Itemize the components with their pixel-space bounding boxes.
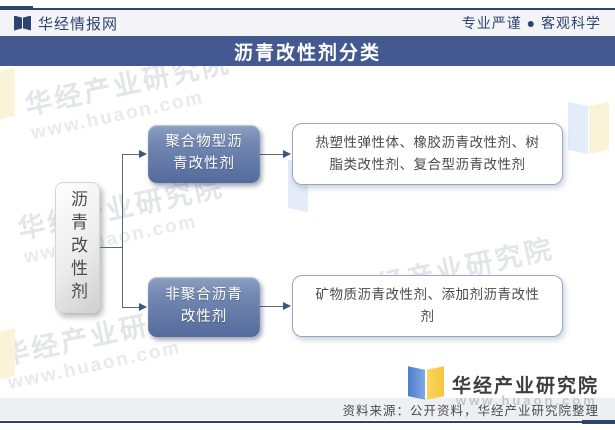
top-border-line: [0, 8, 615, 10]
root-node-asphalt-modifier: 沥青改性剂: [55, 182, 100, 313]
bottom-border-line: [0, 421, 615, 423]
footer-org-name: 华经产业研究院: [452, 376, 600, 397]
root-node-label: 沥青改性剂: [68, 190, 87, 305]
connector-branch2: [122, 307, 140, 308]
leaf-box-polymer-types: 热塑性弹性体、橡胶沥青改性剂、树脂类改性剂、复合型沥青改性剂: [292, 123, 563, 185]
connector-vertical: [122, 154, 123, 308]
arrowhead-leaf2: [283, 302, 291, 310]
connector-branch1: [122, 154, 140, 155]
header-slogan: 专业严谨 ● 客观科学: [461, 15, 601, 31]
bottom-border-accent: [582, 419, 615, 424]
branch-node-polymer: 聚合物型沥 青改性剂: [148, 125, 260, 183]
arrowhead-branch2: [139, 303, 147, 311]
branch-node-nonpolymer: 非聚合沥青 改性剂: [148, 277, 260, 337]
top-border-accent: [0, 6, 33, 11]
leaf-box-nonpolymer-types: 矿物质沥青改性剂、添加剂沥青改性剂: [292, 275, 563, 337]
source-note: 资料来源：公开资料，华经产业研究院整理: [0, 398, 615, 420]
header-bar: 华经情报网 专业严谨 ● 客观科学: [0, 10, 615, 36]
connector-leaf2: [260, 306, 284, 307]
connector-leaf1: [260, 154, 284, 155]
brand-name: 华经情报网: [38, 15, 119, 33]
arrowhead-leaf1: [283, 150, 291, 158]
arrowhead-branch1: [139, 150, 147, 158]
footer-org-url: www.huaon.com: [456, 393, 598, 408]
huaon-logo-icon: [408, 366, 446, 400]
connector-root-horizontal: [100, 247, 122, 248]
page-title: 沥青改性剂分类: [0, 36, 615, 66]
brand: 华经情报网: [14, 13, 118, 34]
huajing-logo-icon: [14, 15, 31, 31]
